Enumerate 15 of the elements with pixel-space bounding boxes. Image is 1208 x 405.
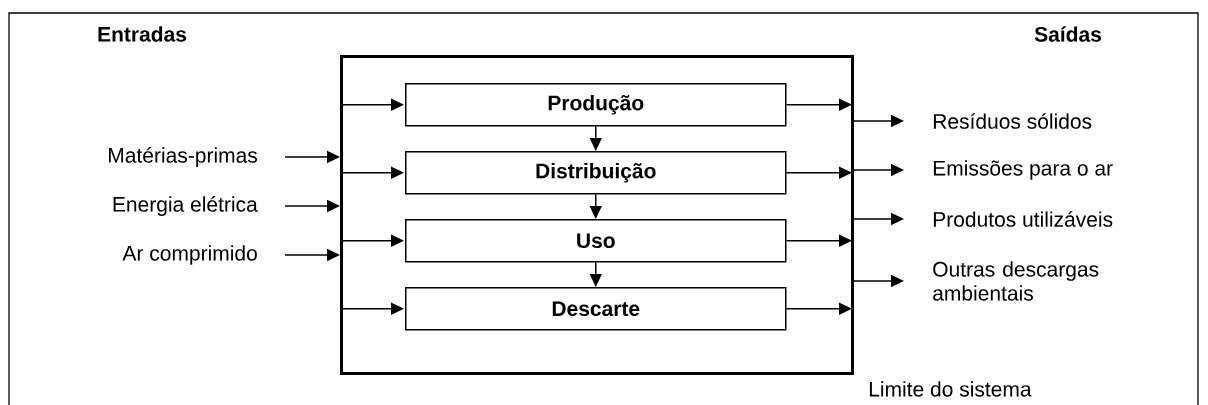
system-boundary <box>340 55 854 375</box>
input-label: Ar comprimido <box>122 245 257 265</box>
process-box: Distribuição <box>405 151 787 195</box>
output-label: Emissões para o ar <box>933 160 1113 180</box>
heading: Saídas <box>1034 26 1101 42</box>
input-label: Energia elétrica <box>113 196 258 216</box>
output-label: Produtos utilizáveis <box>933 211 1113 227</box>
input-label: Matérias-primas <box>109 147 257 167</box>
process-box: Produção <box>405 83 787 127</box>
process-box: Uso <box>405 219 787 263</box>
process-box: Descarte <box>405 287 787 331</box>
node-label: Limite do sistema <box>869 381 1032 397</box>
heading: Entradas <box>98 26 187 42</box>
output-label: Resíduos sólidos <box>933 113 1092 129</box>
output-label: Outras descargas ambientais <box>933 261 1099 301</box>
